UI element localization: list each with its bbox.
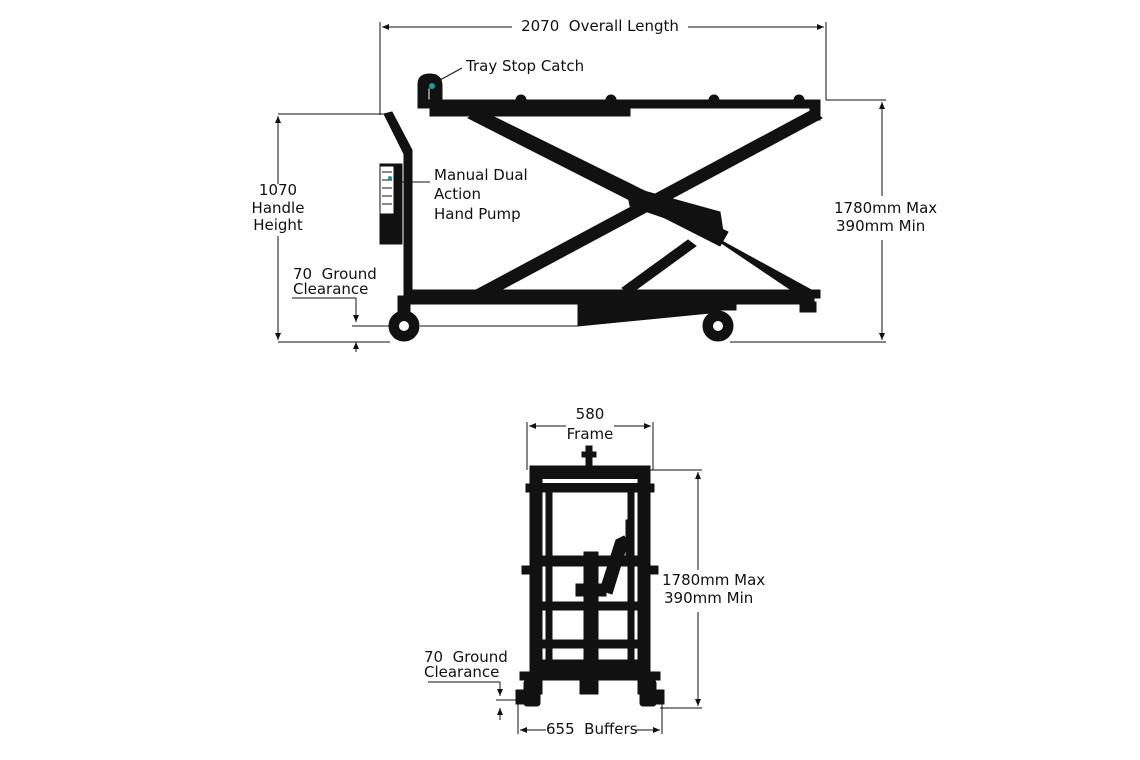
scissor-arm-c [704,231,817,297]
end-height-max: 1780mm Max [662,571,766,589]
pump-label-line-3: Hand Pump [434,205,521,223]
handle-height-line-2: Handle [251,199,305,217]
end-view [428,422,702,734]
tray-stop-catch-marker [429,83,435,89]
end-clearance-line-1: 70 Ground [424,648,508,666]
end-top-bar [529,465,651,479]
frame-width-label: Frame [566,425,614,443]
tray-roller-4 [793,94,805,106]
base-lower-plate [577,303,721,327]
end-clearance-line-2: Clearance [424,663,500,681]
side-view [275,22,886,352]
scissor-pivot-plate [625,185,725,239]
hydraulic-ram [621,239,697,295]
end-bar-2 [525,483,655,493]
handle-height-line-1: 1070 [258,181,298,199]
tray-roller-3 [708,94,720,106]
tray-roller-2 [605,94,617,106]
side-height-min: 390mm Min [836,217,926,235]
side-height-max: 1780mm Max [834,199,938,217]
pump-marker [388,176,392,180]
end-ram [583,551,599,673]
pump-label-line-2: Action [434,185,481,203]
buffer-right [799,301,817,313]
tray-roller-1 [515,94,527,106]
handle-height-line-3: Height [253,216,303,234]
base-rail-lower [407,297,815,305]
end-wheel-left [523,679,541,707]
end-base-bar [519,671,661,681]
end-height-min: 390mm Min [664,589,754,607]
frame-width-value: 580 [575,405,605,423]
tray-sub-rail [429,107,631,117]
castor-right [711,295,737,311]
tray-stop-catch-label: Tray Stop Catch [466,57,585,75]
base-rail [403,289,821,299]
handle-upright [383,111,413,297]
overall-length-label: 2070 Overall Length [521,17,679,35]
end-wheel-right [639,679,657,707]
tray-top-rail [427,99,819,109]
tray-hook [417,73,443,109]
castor-left [397,295,411,313]
buffers-label: 655 Buffers [546,720,638,738]
side-clearance-line-1: 70 Ground [293,265,377,283]
tray-stop-leader [439,67,463,81]
pump-label-line-1: Manual Dual [434,166,528,184]
side-clearance-line-2: Clearance [293,280,369,298]
